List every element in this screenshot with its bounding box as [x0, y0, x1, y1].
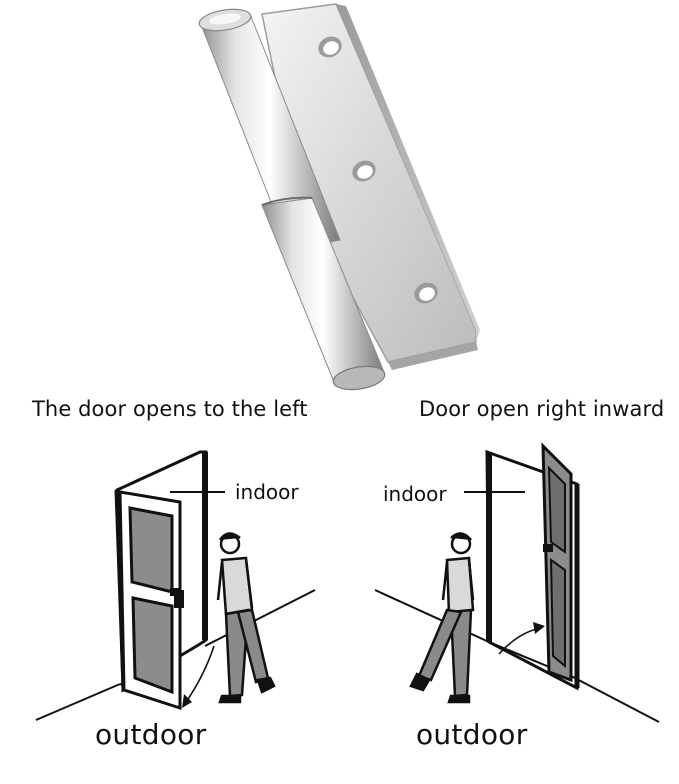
hinge-barrel — [198, 8, 386, 391]
door-leaf — [118, 490, 184, 711]
caption-right-opening: Door open right inward — [419, 397, 665, 421]
right-door-illustration — [374, 442, 660, 723]
left-door-illustration — [35, 450, 316, 721]
left-door-diagram: indoor outdoor — [0, 440, 340, 770]
indoor-label: indoor — [383, 482, 447, 506]
screw-hole-bottom — [414, 282, 438, 304]
door-leaf — [541, 442, 573, 683]
swing-arrow — [185, 645, 215, 703]
indoor-label: indoor — [235, 480, 299, 504]
swing-arrowhead — [533, 622, 545, 634]
outdoor-label: outdoor — [95, 718, 207, 751]
screw-hole-middle — [352, 160, 376, 182]
swing-arrowhead — [182, 694, 192, 708]
walking-person — [216, 532, 276, 704]
walking-person — [409, 532, 475, 704]
outdoor-label: outdoor — [416, 718, 528, 751]
right-door-diagram: indoor outdoor — [339, 440, 679, 770]
screw-hole-top — [318, 36, 342, 58]
hinge-photo — [198, 3, 480, 391]
caption-left-opening: The door opens to the left — [32, 397, 308, 421]
